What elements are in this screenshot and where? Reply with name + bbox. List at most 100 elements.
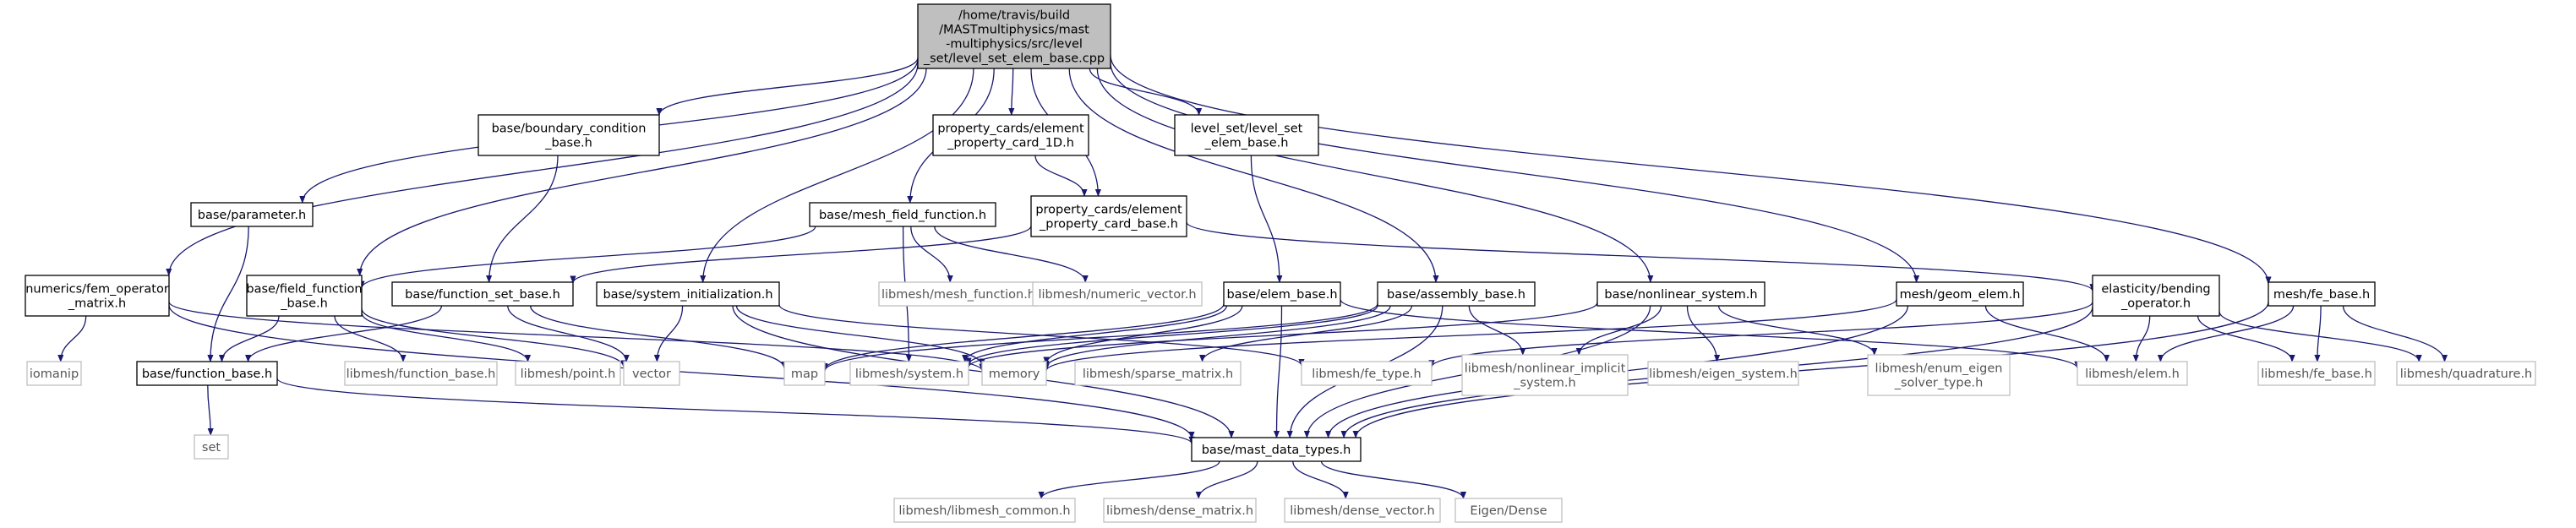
edge-mast_types-to-lm_common (1038, 460, 1220, 499)
edge-prop_card_base-to-fn_set_base (570, 226, 1032, 284)
node-box (1454, 498, 1563, 523)
file-node-ls_elem_base[interactable]: level_set/level_set_elem_base.h (1174, 114, 1319, 156)
edge-nonlin_sys-to-lm_system (965, 302, 1598, 368)
file-node-mast_types[interactable]: base/mast_data_types.h (1191, 437, 1362, 462)
node-box (932, 114, 1089, 156)
node-label-line: mesh/geom_elem.h (1900, 288, 2021, 302)
external-header-node-lm_nonlin_impl: libmesh/nonlinear_implicit_system.h (1461, 354, 1629, 396)
node-label-line: libmesh/system.h (855, 367, 963, 381)
file-node-field_fn_base[interactable]: base/field_function_base.h (246, 275, 363, 317)
node-box (478, 114, 660, 156)
node-box (391, 281, 574, 307)
node-label-line: _base.h (544, 137, 592, 150)
file-node-bc_base[interactable]: base/boundary_condition_base.h (478, 114, 660, 156)
node-box (809, 202, 996, 227)
node-box (2092, 275, 2220, 317)
edges-layer (57, 55, 2448, 499)
node-label-line: libmesh/enum_eigen (1875, 362, 2003, 376)
edge-fe_base-to-lm_fe_base (2314, 305, 2322, 362)
node-label-line: base/assembly_base.h (1387, 288, 1525, 302)
external-header-node-iomanip: iomanip (26, 361, 82, 386)
edge-fem_op-to-mast_types (168, 305, 1195, 439)
file-node-sys_init[interactable]: base/system_initialization.h (596, 281, 780, 307)
node-label-line: libmesh/libmesh_common.h (898, 504, 1070, 518)
file-node-prop_card_base[interactable]: property_cards/element_property_card_bas… (1030, 195, 1187, 237)
external-header-node-eigen_dense: Eigen/Dense (1454, 498, 1563, 523)
file-node-assembly_base[interactable]: base/assembly_base.h (1377, 281, 1536, 307)
external-header-node-lm_system: libmesh/system.h (849, 361, 969, 386)
node-label-line: base/mast_data_types.h (1202, 444, 1351, 457)
file-node-mesh_field_fn[interactable]: base/mesh_field_function.h (809, 202, 996, 227)
node-label-line: _property_card_1D.h (947, 137, 1074, 150)
node-label-line: memory (989, 367, 1040, 381)
external-header-node-lm_fn_base: libmesh/function_base.h (344, 361, 498, 386)
file-node-fem_op[interactable]: numerics/fem_operator_matrix.h (25, 275, 170, 317)
node-box (1174, 114, 1319, 156)
file-node-elem_base[interactable]: base/elem_base.h (1223, 281, 1341, 307)
node-label-line: libmesh/numeric_vector.h (1038, 288, 1196, 302)
node-box (25, 275, 170, 317)
edge-fn_set_base-to-fn_base (245, 305, 443, 362)
node-label-line: iomanip (30, 367, 79, 381)
edge-fn_base-to-set (207, 384, 214, 436)
node-label-line: _set/level_set_elem_base.cpp (923, 52, 1105, 66)
external-header-node-lm_common: libmesh/libmesh_common.h (893, 498, 1076, 523)
external-header-node-lm_mesh_fn: libmesh/mesh_function.h (878, 281, 1039, 307)
node-label-line: base/field_function (246, 283, 362, 297)
edge-sys_init-to-vector (653, 305, 684, 362)
node-label-line: libmesh/elem.h (2085, 367, 2180, 381)
edge-field_fn_base-to-fn_base (218, 315, 280, 362)
node-box (623, 361, 680, 386)
node-box (1191, 437, 1362, 462)
node-label-line: elasticity/bending (2101, 283, 2210, 297)
file-node-prop_card_1d[interactable]: property_cards/element_property_card_1D.… (932, 114, 1089, 156)
node-box (1596, 281, 1766, 307)
node-box (190, 202, 314, 227)
external-header-node-lm_enum_eigen: libmesh/enum_eigen_solver_type.h (1867, 354, 2011, 396)
node-label-line: -multiphysics/src/level (946, 38, 1083, 52)
edge-sys_init-to-memory (735, 305, 985, 367)
file-node-nonlin_sys[interactable]: base/nonlinear_system.h (1596, 281, 1766, 307)
file-node-geom_elem[interactable]: mesh/geom_elem.h (1896, 281, 2024, 307)
node-label-line: libmesh/fe_type.h (1312, 367, 1421, 381)
node-box (2396, 361, 2536, 386)
node-label-line: _operator.h (2120, 297, 2191, 311)
node-box (246, 275, 363, 317)
file-node-fn_base[interactable]: base/function_base.h (136, 361, 278, 386)
node-box (917, 3, 1111, 69)
node-box (849, 361, 969, 386)
node-label-line: libmesh/dense_matrix.h (1106, 504, 1253, 518)
edge-mesh_field_fn-to-lm_mesh_fn (910, 226, 953, 283)
node-box (1377, 281, 1536, 307)
node-label-line: /MASTmultiphysics/mast (939, 24, 1089, 37)
node-label-line: base/elem_base.h (1226, 288, 1337, 302)
edge-mesh_field_fn-to-lm_num_vec (934, 226, 1089, 283)
node-box (2257, 361, 2376, 386)
file-node-fn_set_base[interactable]: base/function_set_base.h (391, 281, 574, 307)
edge-mast_types-to-eigen_dense (1320, 460, 1467, 499)
node-label-line: numerics/fem_operator (25, 283, 169, 297)
edge-ls_elem_base-to-elem_base (1250, 155, 1283, 283)
edge-elem_base-to-lm_elem (1340, 299, 2081, 369)
node-label-line: Eigen/Dense (1470, 504, 1547, 518)
node-label-line: libmesh/fe_base.h (2261, 367, 2372, 381)
edge-field_fn_base-to-lm_fn_base (334, 315, 407, 362)
edge-nonlin_sys-to-lm_enum_eigen (1717, 305, 1878, 356)
edge-root-to-bc_base (656, 57, 919, 117)
node-label-line: _base.h (280, 297, 328, 311)
file-node-root[interactable]: /home/travis/build/MASTmultiphysics/mast… (917, 3, 1111, 69)
file-node-parameter[interactable]: base/parameter.h (190, 202, 314, 227)
edge-mast_types-to-lm_dense_vec (1292, 460, 1349, 499)
file-node-bending_op[interactable]: elasticity/bending_operator.h (2092, 275, 2220, 317)
node-label-line: mesh/fe_base.h (2273, 288, 2370, 302)
edge-elem_base-to-lm_system (962, 305, 1227, 362)
file-node-fe_base[interactable]: mesh/fe_base.h (2268, 281, 2376, 307)
node-label-line: base/parameter.h (198, 209, 306, 222)
node-label-line: libmesh/eigen_system.h (1649, 367, 1798, 381)
node-box (1896, 281, 2024, 307)
node-box (344, 361, 498, 386)
node-label-line: base/system_initialization.h (603, 288, 772, 302)
external-header-node-lm_fe_base: libmesh/fe_base.h (2257, 361, 2376, 386)
edge-mast_types-to-lm_dense_mat (1195, 460, 1258, 499)
edge-assembly_base-to-memory (1043, 305, 1391, 369)
